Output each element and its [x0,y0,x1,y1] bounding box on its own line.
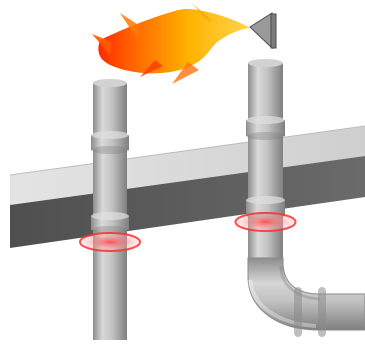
flame-shape [98,8,250,74]
flame [92,3,250,84]
right-pipe-with-elbow [246,59,365,337]
wall-edge [9,125,365,176]
left-pipe [91,79,129,340]
heated-joint-left [79,232,141,252]
pipe-elbow [247,257,365,331]
torch-nozzle [249,12,277,50]
wall-section [9,125,365,248]
heated-joint-right [234,212,297,232]
